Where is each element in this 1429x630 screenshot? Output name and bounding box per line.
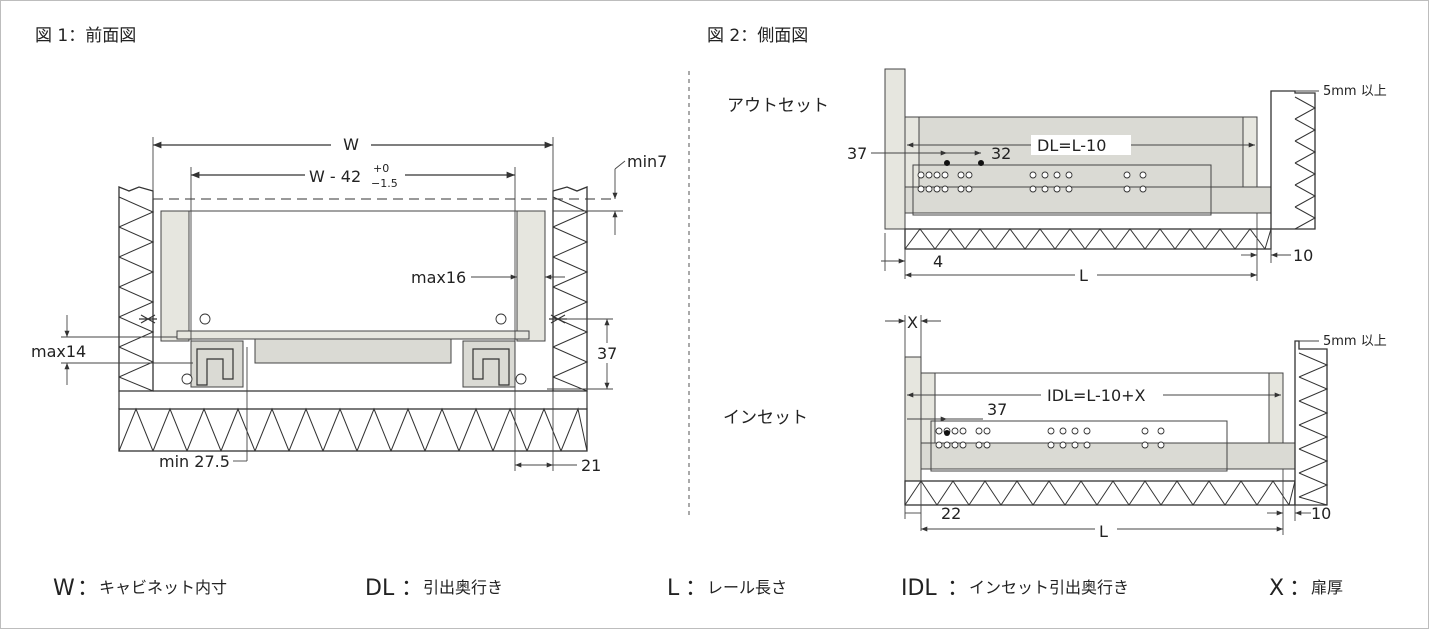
drawer-bottom xyxy=(176,330,530,340)
front-view: 図 1：前面図 xyxy=(31,26,667,475)
outset-l-label: L xyxy=(1079,266,1088,285)
legend: W ： キャビネット内寸 DL ： 引出奥行き L ： レール長さ IDL ： … xyxy=(53,576,1343,601)
legend-key-l: L xyxy=(667,576,680,601)
rail-left xyxy=(181,313,244,388)
legend-item-w: W ： キャビネット内寸 xyxy=(53,576,227,601)
front-view-title: 図 1：前面図 xyxy=(35,26,136,46)
legend-item-idl: IDL ： インセット引出奥行き xyxy=(901,576,1129,601)
inset-drawing: インセット X 5mm 以上 IDL=L-10+X xyxy=(723,313,1387,541)
legend-sep-l: ： xyxy=(685,576,707,601)
screw-right xyxy=(549,314,567,324)
legend-desc-x: 扉厚 xyxy=(1311,578,1343,597)
drawer-side-right xyxy=(516,210,546,342)
outset-rail xyxy=(904,186,1272,214)
screw-left xyxy=(139,314,157,324)
inset-holes xyxy=(935,427,1165,449)
legend-sep-dl: ： xyxy=(401,576,423,601)
outset-drawing: アウトセット 5mm 以上 DL=L-10 37 32 xyxy=(727,68,1387,285)
drawer-side-left xyxy=(160,210,190,342)
legend-sep-w: ： xyxy=(77,576,99,601)
outset-label: アウトセット xyxy=(727,96,829,116)
dim-w42-tol-plus: +0 xyxy=(373,162,389,175)
side-view-title: 図 2：側面図 xyxy=(707,26,808,46)
dim-max16-label: max16 xyxy=(411,268,466,287)
inset-22-label: 22 xyxy=(941,504,961,523)
legend-key-idl: IDL xyxy=(901,576,937,601)
outset-4-label: 4 xyxy=(933,252,943,271)
outset-door xyxy=(884,68,906,230)
inset-idl-label: IDL=L-10+X xyxy=(1047,386,1146,405)
inset-idl-bg xyxy=(1041,385,1163,405)
inset-37-label: 37 xyxy=(987,400,1007,419)
dim-w-bg xyxy=(331,135,371,153)
dim-37-bg xyxy=(595,343,623,363)
outset-32-label: 32 xyxy=(991,144,1011,163)
front-hatching xyxy=(118,196,589,452)
dim-min7-leader xyxy=(614,160,626,170)
outset-l-bg xyxy=(1075,265,1097,285)
outset-hatching xyxy=(904,96,1317,250)
legend-item-dl: DL ： 引出奥行き xyxy=(365,576,503,601)
legend-desc-idl: インセット引出奥行き xyxy=(969,578,1129,597)
outset-37-dot xyxy=(944,160,950,166)
dim-21-label: 21 xyxy=(581,456,601,475)
legend-key-dl: DL xyxy=(365,576,395,601)
outset-cabinet-bottom xyxy=(904,228,1272,250)
legend-desc-dl: 引出奥行き xyxy=(423,578,503,597)
legend-item-l: L ： レール長さ xyxy=(667,576,787,601)
outset-10-label: 10 xyxy=(1293,246,1313,265)
inset-10-label: 10 xyxy=(1311,504,1331,523)
dim-max14-label: max14 xyxy=(31,342,86,361)
legend-item-x: X ： 扉厚 xyxy=(1269,576,1343,601)
dim-min7-label: min7 xyxy=(627,152,667,171)
legend-key-x: X xyxy=(1269,576,1284,601)
inset-hatching xyxy=(904,352,1329,506)
outset-rail-body xyxy=(912,164,1212,216)
inset-x-label: X xyxy=(907,313,918,332)
side-view: 図 2：側面図 アウトセット 5mm 以上 DL=L-10 xyxy=(707,26,1387,541)
inset-gap-label: 5mm 以上 xyxy=(1323,334,1387,349)
outset-37-label: 37 xyxy=(847,144,867,163)
dim-w42-label: W - 42 xyxy=(309,167,361,186)
rail-right xyxy=(462,313,527,388)
inset-label: インセット xyxy=(723,408,808,428)
legend-sep-idl: ： xyxy=(947,576,969,601)
dim-w-label: W xyxy=(343,135,359,154)
legend-sep-x: ： xyxy=(1289,576,1311,601)
drawer-bottom-center xyxy=(254,338,452,364)
inset-cabinet-back xyxy=(1294,340,1328,506)
legend-desc-l: レール長さ xyxy=(707,578,787,597)
legend-key-w: W xyxy=(53,576,75,601)
inset-l-label: L xyxy=(1099,522,1108,541)
inset-37-dot xyxy=(944,430,950,436)
outset-holes xyxy=(917,171,1147,193)
dim-37-label: 37 xyxy=(597,344,617,363)
dim-min275-label: min 27.5 xyxy=(159,452,230,471)
cabinet-bottom xyxy=(118,408,588,452)
outset-gap-label: 5mm 以上 xyxy=(1323,84,1387,99)
outset-dl-bg xyxy=(1031,135,1131,155)
legend-desc-w: キャビネット内寸 xyxy=(99,578,227,597)
inset-l-bg xyxy=(1095,519,1117,539)
dim-w42-bg xyxy=(305,161,405,187)
outset-32-dot xyxy=(978,160,984,166)
inset-rail-body xyxy=(930,420,1228,472)
outset-dl-label: DL=L-10 xyxy=(1037,136,1106,155)
dim-w42-tol-minus: −1.5 xyxy=(371,177,398,190)
